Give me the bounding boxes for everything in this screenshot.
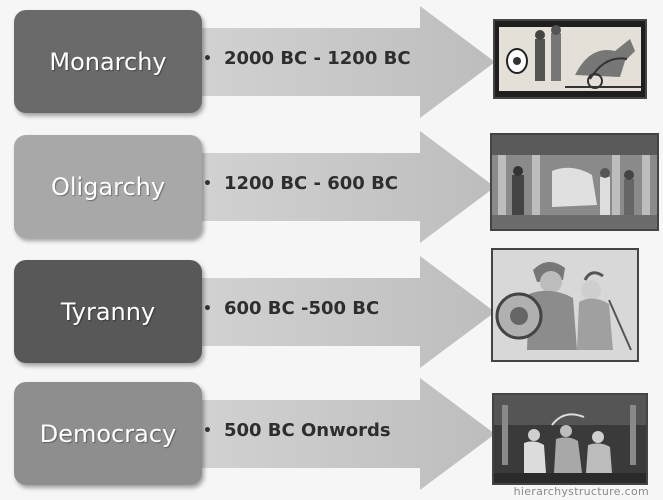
period-text: 500 BC Onwords xyxy=(223,420,391,441)
period-item: • 1200 BC - 600 BC xyxy=(203,173,398,194)
source-credit: hierarchystructure.com xyxy=(513,485,649,498)
tyranny-illustration xyxy=(491,248,639,362)
arrow-shape xyxy=(195,378,495,490)
stage-box-democracy: Democracy xyxy=(14,382,202,485)
timeline-row-oligarchy: Oligarchy • 1200 BC - 600 BC xyxy=(0,131,663,243)
stage-label: Oligarchy xyxy=(50,172,166,201)
bullet-icon: • xyxy=(203,175,212,192)
period-item: • 500 BC Onwords xyxy=(203,420,391,441)
stage-label: Tyranny xyxy=(60,297,156,326)
arrow-shape xyxy=(195,131,495,243)
bullet-icon: • xyxy=(203,422,212,439)
stage-label: Monarchy xyxy=(49,47,167,76)
period-text: 2000 BC - 1200 BC xyxy=(223,48,411,69)
bullet-icon: • xyxy=(203,50,212,67)
arrow-shape xyxy=(195,6,495,118)
democracy-illustration xyxy=(492,393,648,485)
arrow-shape xyxy=(195,256,495,368)
period-text: 600 BC -500 BC xyxy=(223,298,380,319)
oligarchy-illustration xyxy=(490,133,659,231)
stage-box-tyranny: Tyranny xyxy=(14,260,202,363)
monarchy-illustration xyxy=(493,19,647,99)
stage-box-oligarchy: Oligarchy xyxy=(14,135,202,238)
period-item: • 600 BC -500 BC xyxy=(203,298,379,319)
stage-box-monarchy: Monarchy xyxy=(14,10,202,113)
timeline-row-tyranny: Tyranny • 600 BC -500 BC xyxy=(0,248,663,368)
bullet-icon: • xyxy=(203,300,212,317)
period-text: 1200 BC - 600 BC xyxy=(223,173,399,194)
stage-label: Democracy xyxy=(39,419,177,448)
period-item: • 2000 BC - 1200 BC xyxy=(203,48,411,69)
timeline-row-monarchy: Monarchy • 2000 BC - 1200 BC xyxy=(0,6,663,118)
timeline-row-democracy: Democracy • 500 BC Onwords xyxy=(0,378,663,490)
